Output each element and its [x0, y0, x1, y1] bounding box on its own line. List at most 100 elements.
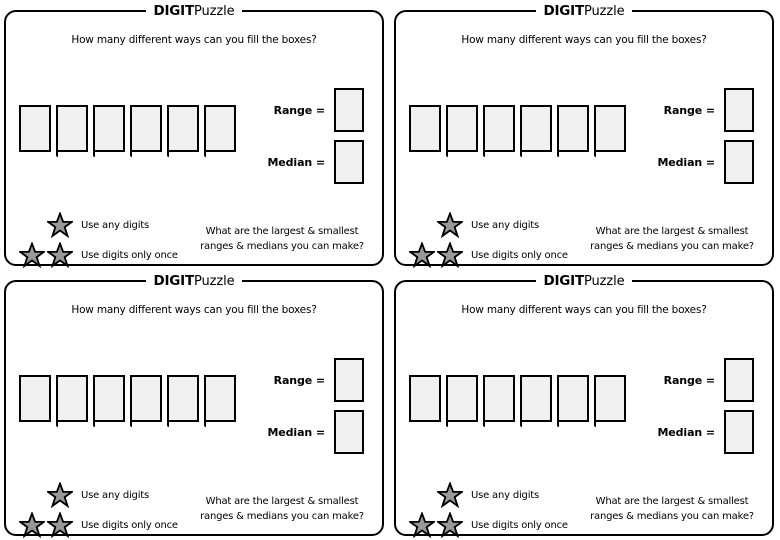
digit-box[interactable]	[594, 105, 626, 157]
median-answer-box[interactable]	[334, 410, 364, 454]
range-answer-box[interactable]	[334, 88, 364, 132]
puzzle-card: DIGITPuzzle How many different ways can …	[4, 1, 384, 268]
digit-box[interactable]	[167, 375, 199, 427]
difficulty-key-label: Use any digits	[471, 489, 540, 501]
median-field: Median =	[267, 410, 364, 454]
digit-box[interactable]	[483, 105, 515, 157]
range-answer-box[interactable]	[724, 88, 754, 132]
range-field: Range =	[274, 88, 364, 132]
difficulty-key-row: Use digits only once	[401, 240, 586, 270]
digit-box[interactable]	[409, 375, 441, 422]
median-answer-box[interactable]	[724, 410, 754, 454]
difficulty-key-label: Use digits only once	[81, 249, 178, 261]
card-title-word: Puzzle	[584, 274, 625, 289]
challenge-question: What are the largest & smallest ranges &…	[192, 494, 372, 524]
star-group-two	[11, 242, 73, 268]
digit-box[interactable]	[56, 375, 88, 427]
digit-box[interactable]	[520, 375, 552, 427]
puzzle-card-slot: DIGITPuzzle How many different ways can …	[0, 270, 390, 540]
digit-box-tail	[204, 150, 206, 157]
digit-box[interactable]	[446, 375, 478, 427]
puzzle-card: DIGITPuzzle How many different ways can …	[4, 271, 384, 538]
digit-box[interactable]	[483, 375, 515, 427]
digit-box-tail	[557, 420, 559, 427]
digit-box[interactable]	[93, 105, 125, 157]
card-title-brand: DIGIT	[543, 3, 585, 19]
challenge-line-2: ranges & medians you can make?	[590, 511, 754, 522]
challenge-question: What are the largest & smallest ranges &…	[582, 224, 762, 254]
digit-box[interactable]	[520, 105, 552, 157]
difficulty-key-row: Use any digits	[11, 210, 196, 240]
card-title: DIGITPuzzle	[6, 271, 382, 291]
digit-box-tail	[130, 420, 132, 427]
star-icon	[47, 512, 73, 538]
range-field: Range =	[664, 88, 754, 132]
challenge-line-1: What are the largest & smallest	[595, 496, 749, 507]
difficulty-key-label: Use any digits	[81, 489, 150, 501]
digit-box[interactable]	[446, 105, 478, 157]
star-icon	[437, 212, 463, 238]
digit-box[interactable]	[93, 375, 125, 427]
digit-box-tail	[167, 150, 169, 157]
star-icon	[47, 482, 73, 508]
range-label: Range =	[273, 103, 326, 117]
digit-box[interactable]	[130, 105, 162, 157]
median-answer-box[interactable]	[724, 140, 754, 184]
card-title-brand: DIGIT	[153, 273, 195, 289]
star-icon	[19, 512, 45, 538]
median-label: Median =	[657, 155, 715, 169]
difficulty-key-row: Use any digits	[11, 480, 196, 510]
digit-box[interactable]	[19, 105, 51, 152]
card-title-word: Puzzle	[194, 274, 235, 289]
difficulty-key-label: Use any digits	[471, 219, 540, 231]
difficulty-key-row: Use digits only once	[11, 240, 196, 270]
digit-box[interactable]	[19, 375, 51, 422]
median-answer-box[interactable]	[334, 140, 364, 184]
digit-box[interactable]	[557, 375, 589, 427]
digit-box[interactable]	[409, 105, 441, 152]
prompt-text: How many different ways can you fill the…	[461, 34, 707, 46]
puzzle-card-slot: DIGITPuzzle How many different ways can …	[0, 0, 390, 270]
range-answer-box[interactable]	[724, 358, 754, 402]
range-label: Range =	[273, 373, 326, 387]
star-icon	[437, 482, 463, 508]
difficulty-key: Use any digits Use digits only once	[401, 480, 586, 540]
difficulty-key-label: Use digits only once	[471, 249, 568, 261]
challenge-question: What are the largest & smallest ranges &…	[582, 494, 762, 524]
digit-box-tail	[520, 420, 522, 427]
digit-box-tail	[130, 150, 132, 157]
digit-box-tail	[483, 150, 485, 157]
digit-box[interactable]	[130, 375, 162, 427]
digit-box[interactable]	[167, 105, 199, 157]
card-title: DIGITPuzzle	[396, 1, 772, 21]
star-group-one	[401, 212, 463, 238]
star-group-two	[11, 512, 73, 538]
difficulty-key-row: Use digits only once	[11, 510, 196, 540]
challenge-line-1: What are the largest & smallest	[205, 226, 359, 237]
star-icon	[437, 512, 463, 538]
median-label: Median =	[657, 425, 715, 439]
card-title-brand: DIGIT	[543, 273, 585, 289]
digit-box[interactable]	[56, 105, 88, 157]
card-title-brand: DIGIT	[153, 3, 195, 19]
median-field: Median =	[267, 140, 364, 184]
range-answer-box[interactable]	[334, 358, 364, 402]
star-group-one	[11, 482, 73, 508]
digit-box[interactable]	[557, 105, 589, 157]
digit-box[interactable]	[204, 105, 236, 157]
challenge-line-2: ranges & medians you can make?	[200, 241, 364, 252]
challenge-question: What are the largest & smallest ranges &…	[192, 224, 372, 254]
difficulty-key-row: Use any digits	[401, 480, 586, 510]
card-title-word: Puzzle	[584, 4, 625, 19]
difficulty-key-label: Use digits only once	[471, 519, 568, 531]
digit-box-tail	[56, 150, 58, 157]
challenge-line-1: What are the largest & smallest	[595, 226, 749, 237]
difficulty-key-row: Use digits only once	[401, 510, 586, 540]
digit-box-tail	[446, 420, 448, 427]
digit-box[interactable]	[594, 375, 626, 427]
digit-box[interactable]	[204, 375, 236, 427]
puzzle-card: DIGITPuzzle How many different ways can …	[394, 271, 774, 538]
puzzle-card: DIGITPuzzle How many different ways can …	[394, 1, 774, 268]
difficulty-key-label: Use digits only once	[81, 519, 178, 531]
